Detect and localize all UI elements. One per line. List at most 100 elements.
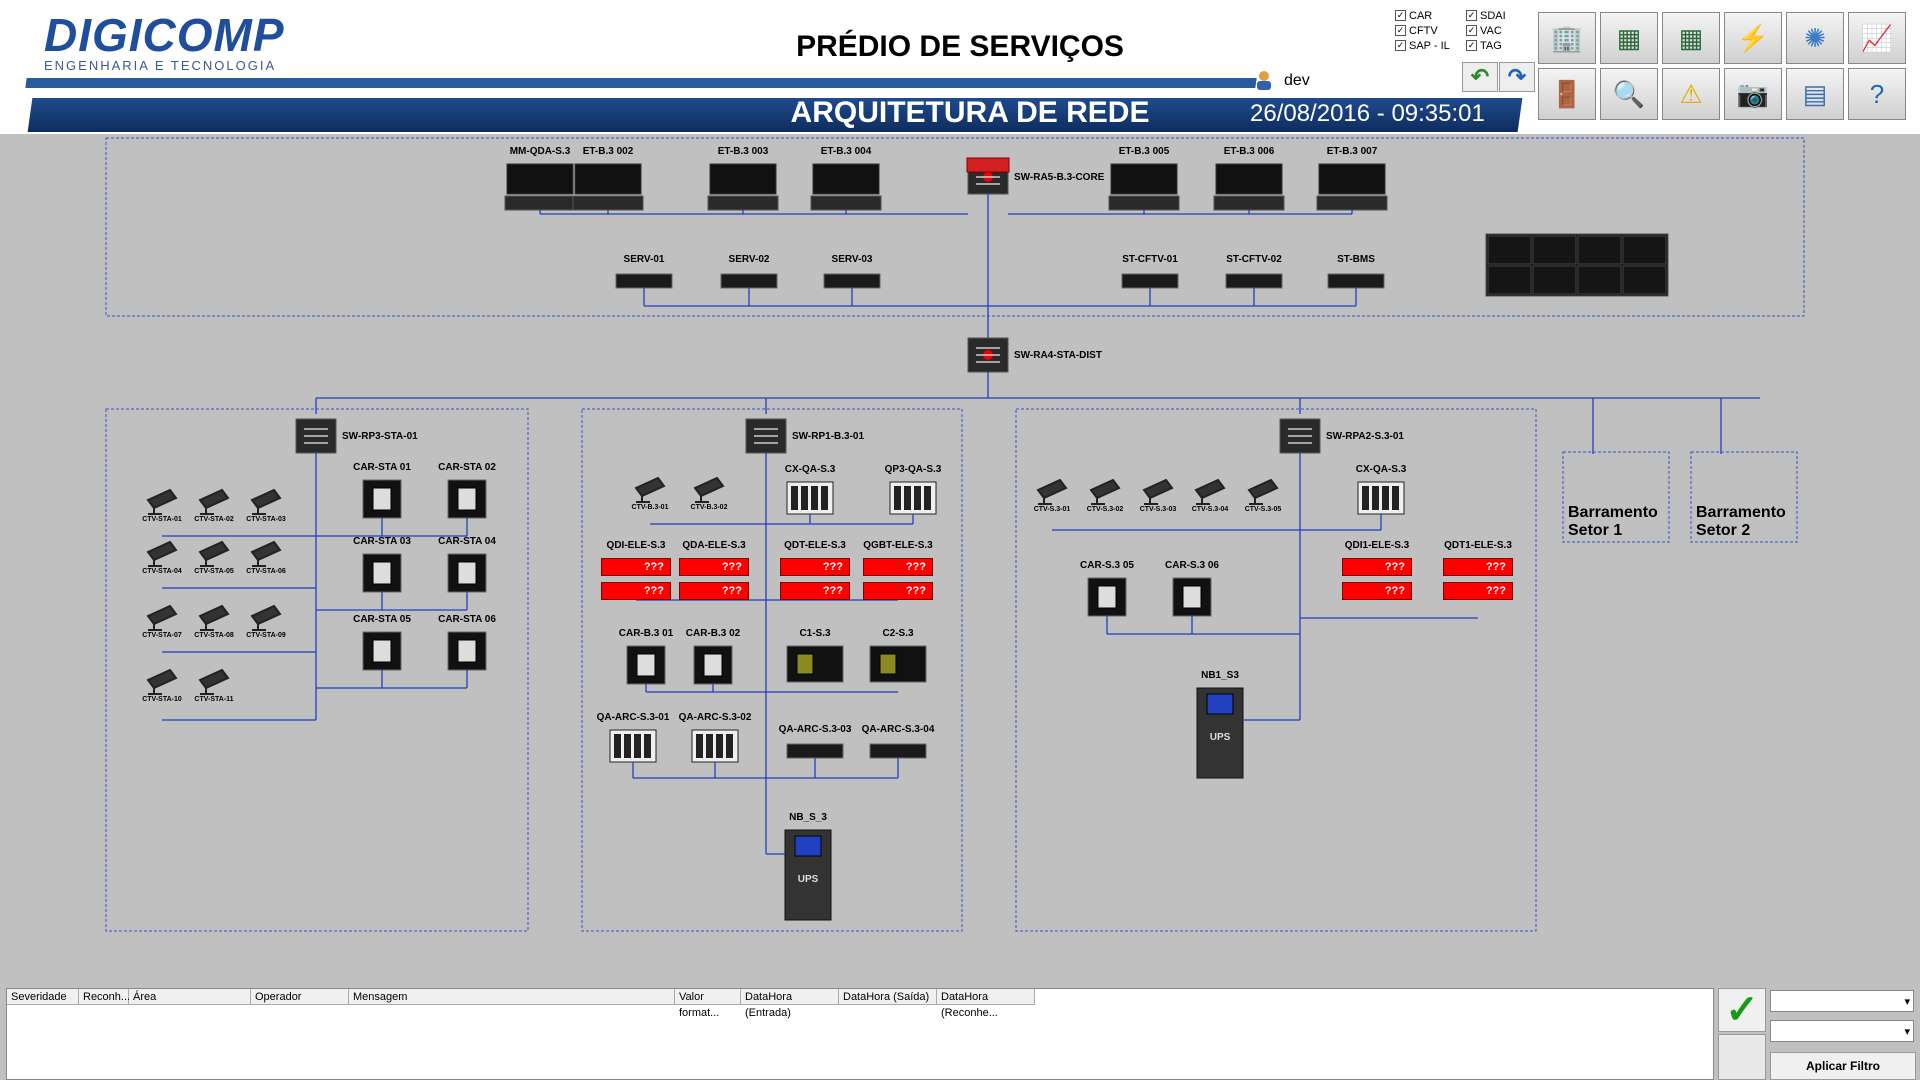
cctv-camera-icon bbox=[634, 476, 666, 503]
column-header[interactable]: DataHora (Entrada) bbox=[741, 989, 839, 1019]
camera-label: CTV-STA-06 bbox=[246, 568, 286, 575]
bar-sector-2 bbox=[1690, 451, 1798, 543]
alarm-value[interactable]: ??? bbox=[863, 582, 933, 600]
alarm-value[interactable]: ??? bbox=[1443, 558, 1513, 576]
floorplan-button[interactable]: ▦ bbox=[1600, 12, 1658, 64]
column-header[interactable]: DataHora (Reconhe... bbox=[937, 989, 1035, 1019]
filter-checkbox[interactable]: ✓ bbox=[1395, 25, 1406, 36]
cctv-camera-icon bbox=[146, 604, 178, 631]
alarm-value[interactable]: ??? bbox=[1342, 582, 1412, 600]
switch-label: SW-RP1-B.3-01 bbox=[792, 431, 865, 442]
filter-sdai[interactable]: ✓SDAI bbox=[1466, 8, 1506, 23]
search-button[interactable]: 🔍 bbox=[1600, 68, 1658, 120]
cctv-camera-icon bbox=[1142, 478, 1174, 505]
panel-breaker bbox=[1382, 486, 1389, 510]
column-header[interactable]: DataHora (Saída) bbox=[839, 989, 937, 1005]
camera-label: CTV-S.3-05 bbox=[1244, 506, 1282, 513]
alarm-value[interactable]: ??? bbox=[863, 558, 933, 576]
meter-label: QDI-ELE-S.3 bbox=[606, 540, 666, 551]
camera-label: CTV-STA-10 bbox=[142, 696, 182, 703]
controller-display bbox=[879, 653, 897, 675]
server-label: ST-CFTV-02 bbox=[1226, 254, 1282, 265]
video-wall-screen bbox=[1487, 265, 1532, 295]
redo-button[interactable]: ↷ bbox=[1499, 62, 1535, 92]
cctv-camera-icon bbox=[1247, 478, 1279, 505]
filter-checkbox[interactable]: ✓ bbox=[1395, 40, 1406, 51]
help-button[interactable]: ? bbox=[1848, 68, 1906, 120]
zone-2 bbox=[581, 408, 963, 932]
filter-vac[interactable]: ✓VAC bbox=[1466, 23, 1506, 38]
filter-checkbox[interactable]: ✓ bbox=[1395, 10, 1406, 21]
column-header[interactable]: Valor format... bbox=[675, 989, 741, 1019]
workstation-monitor bbox=[1318, 163, 1386, 195]
meter-label: QDT1-ELE-S.3 bbox=[1444, 540, 1512, 551]
building-button[interactable]: 🏢 bbox=[1538, 12, 1596, 64]
panel-breaker bbox=[1362, 486, 1369, 510]
camera-label: CTV-STA-08 bbox=[194, 632, 234, 639]
cctv-camera-icon bbox=[250, 604, 282, 631]
camera-label: CTV-S.3-03 bbox=[1139, 506, 1177, 513]
reader-label: CAR-STA 02 bbox=[438, 462, 496, 473]
filter-cftv[interactable]: ✓CFTV bbox=[1395, 23, 1450, 38]
alarm-value[interactable]: ??? bbox=[601, 582, 671, 600]
filter-checkbox[interactable]: ✓ bbox=[1466, 25, 1477, 36]
server-label: ST-BMS bbox=[1337, 254, 1375, 265]
apply-filter-button[interactable]: Aplicar Filtro bbox=[1770, 1052, 1916, 1080]
calculator-button[interactable]: ▤ bbox=[1786, 68, 1844, 120]
alarm-value[interactable]: ??? bbox=[601, 558, 671, 576]
alarm-warning-button[interactable]: ⚠ bbox=[1662, 68, 1720, 120]
column-header[interactable]: Severidade bbox=[7, 989, 79, 1005]
card-reader-keypad bbox=[457, 639, 477, 663]
filter-label: SDAI bbox=[1480, 9, 1506, 22]
exit-door-icon: 🚪 bbox=[1550, 78, 1584, 109]
filter-tag[interactable]: ✓TAG bbox=[1466, 38, 1506, 53]
filter-select-1[interactable]: ▾ bbox=[1770, 990, 1914, 1012]
filter-select-2[interactable]: ▾ bbox=[1770, 1020, 1914, 1042]
cctv-camera-icon bbox=[693, 476, 725, 503]
camera-label: CTV-STA-07 bbox=[142, 632, 182, 639]
search-icon: 🔍 bbox=[1612, 78, 1646, 109]
column-header[interactable]: Área bbox=[129, 989, 251, 1005]
workstation-label: MM-QDA-S.3 bbox=[509, 146, 571, 157]
acknowledge-all-button[interactable] bbox=[1718, 1034, 1766, 1080]
panel-breaker bbox=[706, 734, 713, 758]
cctv-camera-icon bbox=[1089, 478, 1121, 505]
camera-label: CTV-STA-05 bbox=[194, 568, 234, 575]
panel-breaker bbox=[696, 734, 703, 758]
camera-snapshot-button[interactable]: 📷 bbox=[1724, 68, 1782, 120]
acknowledge-button[interactable]: ✓ bbox=[1718, 988, 1766, 1032]
alarm-value[interactable]: ??? bbox=[679, 582, 749, 600]
column-header[interactable]: Operador bbox=[251, 989, 349, 1005]
ups-text: UPS bbox=[1209, 732, 1231, 743]
alarm-value[interactable]: ??? bbox=[780, 558, 850, 576]
workstation-label: ET-B.3 004 bbox=[820, 146, 872, 157]
camera-label: CTV-STA-02 bbox=[194, 516, 234, 523]
electric-warning-icon: ⚡ bbox=[1736, 22, 1770, 53]
server-label: SERV-02 bbox=[728, 254, 770, 265]
floorplan2-button[interactable]: ▦ bbox=[1662, 12, 1720, 64]
alarm-value[interactable]: ??? bbox=[1342, 558, 1412, 576]
undo-button[interactable]: ↶ bbox=[1462, 62, 1498, 92]
trend-chart-button[interactable]: 📈 bbox=[1848, 12, 1906, 64]
alarm-value[interactable]: ??? bbox=[679, 558, 749, 576]
cctv-camera-icon bbox=[198, 540, 230, 567]
exit-door-button[interactable]: 🚪 bbox=[1538, 68, 1596, 120]
camera-label: CTV-B.3-02 bbox=[690, 504, 728, 511]
column-header[interactable]: Reconh... bbox=[79, 989, 130, 1005]
cctv-camera-icon bbox=[198, 604, 230, 631]
filter-checkbox[interactable]: ✓ bbox=[1466, 40, 1477, 51]
filter-car[interactable]: ✓CAR bbox=[1395, 8, 1450, 23]
company-logo: DIGICOMP bbox=[44, 9, 285, 61]
meter-label: QDI1-ELE-S.3 bbox=[1344, 540, 1410, 551]
alarm-warning-icon: ⚠ bbox=[1679, 78, 1703, 109]
floorplan-icon: ▦ bbox=[1616, 22, 1642, 53]
alarm-value[interactable]: ??? bbox=[780, 582, 850, 600]
filter-checkbox[interactable]: ✓ bbox=[1466, 10, 1477, 21]
network-button[interactable]: ✺ bbox=[1786, 12, 1844, 64]
filter-sap-il[interactable]: ✓SAP - IL bbox=[1395, 38, 1450, 53]
electric-warning-button[interactable]: ⚡ bbox=[1724, 12, 1782, 64]
column-header[interactable]: Mensagem bbox=[349, 989, 675, 1005]
alarm-value[interactable]: ??? bbox=[1443, 582, 1513, 600]
video-wall-screen bbox=[1532, 235, 1577, 265]
